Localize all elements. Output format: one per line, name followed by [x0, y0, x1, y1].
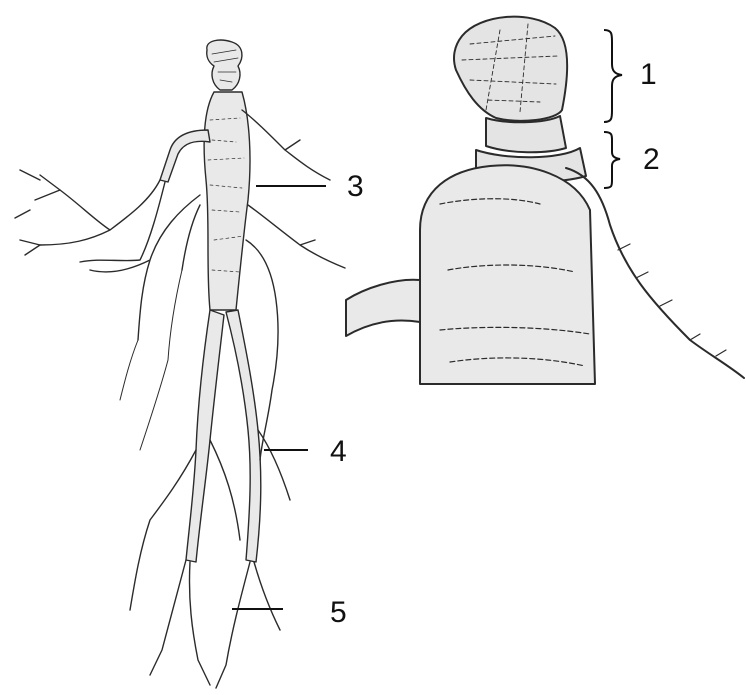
root-leg-left — [186, 310, 224, 562]
brace-2 — [604, 132, 620, 188]
root-leg-right — [226, 310, 261, 562]
side-root-left-upper — [160, 130, 210, 182]
root-crown — [207, 40, 242, 90]
main-taproot — [204, 92, 250, 310]
crown-detail-inset — [346, 17, 744, 384]
label-1: 1 — [640, 60, 657, 90]
inset-rhizome-neck — [486, 116, 566, 152]
label-4: 4 — [330, 437, 347, 467]
inset-root-body — [420, 165, 595, 384]
label-5: 5 — [330, 598, 347, 628]
inset-bud — [454, 17, 567, 121]
inset-side-root — [346, 280, 420, 336]
whole-root-illustration — [15, 40, 345, 688]
label-3: 3 — [347, 172, 364, 202]
brace-1 — [604, 30, 622, 122]
label-2: 2 — [643, 145, 660, 175]
